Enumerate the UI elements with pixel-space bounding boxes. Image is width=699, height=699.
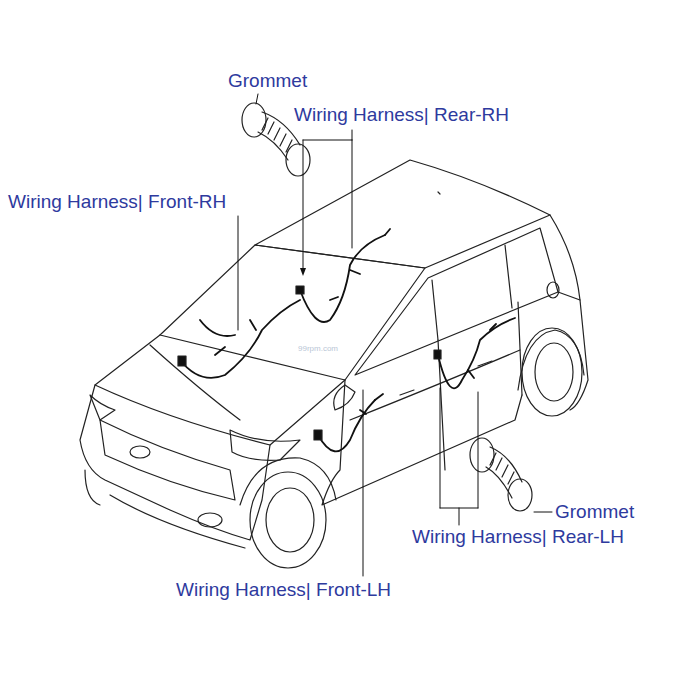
windshield: [160, 245, 425, 380]
far-wheel: [85, 470, 100, 505]
c-pillar: [505, 245, 512, 308]
fog-light: [198, 513, 222, 527]
part-name: Wiring Harness| Front-RH: [8, 191, 226, 213]
harness-front-rh: [180, 300, 300, 378]
harness-branch: [468, 324, 496, 378]
door-handle: [400, 390, 414, 395]
wheel-rim: [535, 343, 573, 401]
part-name: Wiring Harness| Rear-LH: [412, 526, 624, 548]
headlight-right: [90, 395, 115, 420]
harness-front-lh: [318, 400, 375, 451]
harness-rear-lh: [438, 318, 515, 388]
wheel: [250, 472, 326, 568]
front-face: [80, 385, 270, 540]
watermark: 99rpm.com: [298, 344, 338, 354]
connector: [296, 286, 304, 294]
part-name: Wiring Harness| Rear-RH: [294, 104, 509, 126]
logo: [130, 446, 150, 458]
leader-lines: [238, 94, 552, 576]
b-pillar: [432, 280, 438, 340]
wheel-arch: [518, 330, 584, 390]
harness-rear-rh: [300, 235, 385, 322]
fuel-cap: [547, 282, 559, 298]
part-name: Wiring Harness| Front-LH: [176, 579, 391, 601]
bumper-lower: [110, 495, 245, 548]
connector: [178, 356, 186, 366]
wheel-rim: [266, 488, 314, 552]
hood-crease: [150, 345, 240, 420]
roof-mark: [438, 192, 440, 194]
rear: [550, 215, 588, 410]
harness-wires: [180, 229, 515, 451]
connector: [314, 430, 322, 440]
part-name: Grommet: [555, 501, 634, 523]
headlight: [230, 430, 300, 460]
door-line: [518, 302, 522, 395]
side-crease: [350, 350, 520, 420]
grommet-bottom: [470, 438, 532, 511]
arrowhead: [300, 268, 306, 276]
mirror: [334, 385, 355, 410]
part-name: Grommet: [228, 70, 307, 92]
wheel: [522, 328, 582, 416]
side-body: [322, 380, 522, 505]
harness-branch: [330, 229, 390, 300]
rear-line: [558, 292, 580, 300]
door-handle: [478, 361, 492, 366]
harness-branch: [200, 320, 256, 355]
grille: [100, 420, 235, 500]
connector: [434, 350, 441, 359]
